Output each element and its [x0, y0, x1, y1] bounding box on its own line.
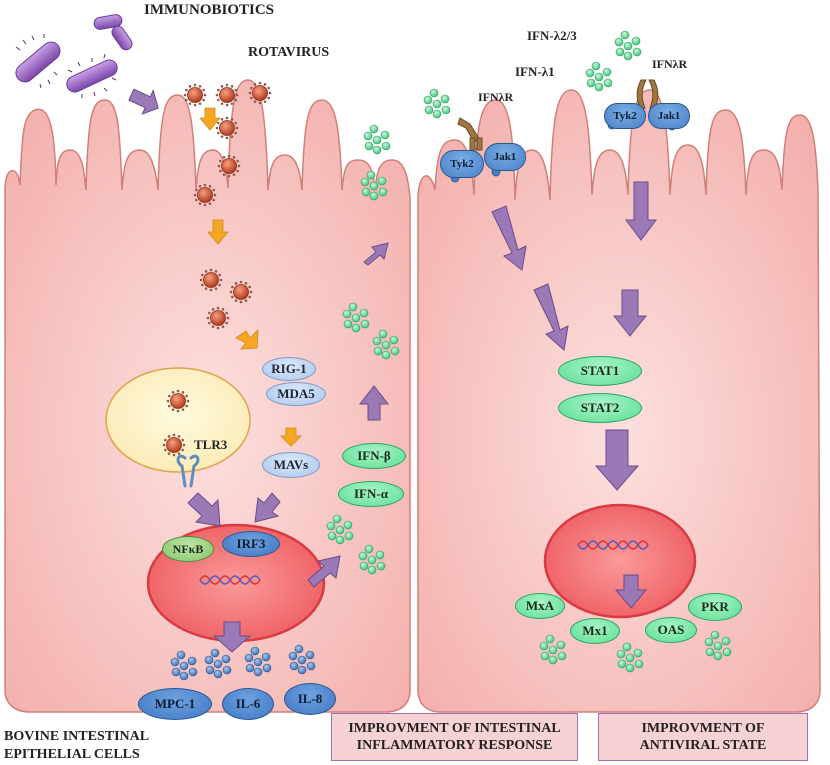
rotavirus-particle — [162, 433, 186, 457]
rotavirus-particle — [229, 280, 253, 304]
mx1-protein: Mx1 — [570, 618, 620, 644]
interferon-cluster — [360, 170, 388, 201]
left-dna — [199, 575, 261, 585]
rig1-sensor: RIG-1 — [262, 357, 316, 381]
molecule-clusters — [170, 30, 732, 681]
cytokine-cluster — [288, 644, 316, 675]
rotavirus-particle — [248, 81, 272, 105]
rotavirus-label: ROTAVIRUS — [248, 45, 330, 60]
right-dna — [577, 540, 649, 550]
interferon-cluster — [326, 514, 354, 545]
stat2-factor: STAT2 — [558, 393, 642, 423]
rotavirus-particle — [193, 183, 217, 207]
il8-cytokine: IL-8 — [284, 683, 336, 715]
mpc1-cytokine: MPC-1 — [138, 688, 212, 720]
ifn-beta: IFN-β — [342, 443, 406, 469]
outcome-inflammatory: IMPROVMENT OF INTESTINAL INFLAMMATORY RE… — [331, 713, 578, 761]
stat1-factor: STAT1 — [558, 356, 642, 386]
cell-type-line-2: EPITHELIAL CELLS — [4, 747, 140, 762]
ifn-lambda-2-3-label: IFN-λ2/3 — [527, 28, 577, 43]
il6-cytokine: IL-6 — [222, 688, 274, 720]
interferon-cluster — [614, 30, 642, 61]
ifn-alpha: IFN-α — [338, 481, 404, 507]
interferon-cluster — [358, 544, 386, 575]
mxa-protein: MxA — [515, 593, 565, 619]
cell-type-line-1: BOVINE INTESTINAL — [4, 729, 150, 744]
jak1-right: Jak1 — [648, 103, 690, 129]
ifnlr-right-label: IFNλR — [652, 57, 688, 71]
interferon-cluster — [363, 124, 391, 155]
irf3-factor: IRF3 — [222, 531, 280, 557]
tlr3-receptor — [176, 454, 200, 488]
immunobiotic-bacteria — [15, 14, 133, 93]
ifnlr-receptor-right — [636, 79, 659, 109]
mda5-sensor: MDA5 — [266, 382, 326, 406]
tyk2-left: Tyk2 — [440, 150, 484, 178]
interferon-cluster — [423, 88, 451, 119]
interferon-cluster — [704, 630, 732, 661]
rotavirus-particle — [215, 116, 239, 140]
cytokine-cluster — [170, 650, 198, 681]
tlr3-label: TLR3 — [194, 437, 228, 452]
tyk2-right: Tyk2 — [604, 103, 646, 129]
ifnlr-left-label: IFNλR — [478, 90, 514, 104]
cytokine-cluster — [244, 646, 272, 677]
interferon-cluster — [539, 634, 567, 665]
interferon-cluster — [342, 302, 370, 333]
pkr-protein: PKR — [688, 593, 742, 621]
oas-protein: OAS — [645, 617, 697, 643]
mavs-adaptor: MAVs — [262, 452, 320, 478]
rotavirus-particle — [217, 154, 241, 178]
nfkb-factor: NFκB — [162, 536, 214, 562]
rotavirus-particles — [162, 81, 272, 457]
endosome — [105, 367, 251, 473]
ifn-lambda-1-label: IFN-λ1 — [515, 64, 555, 79]
bacteria-pili — [15, 34, 117, 98]
signal-arrows — [128, 88, 657, 653]
cell-type-label: BOVINE INTESTINAL EPITHELIAL CELLS — [4, 728, 149, 764]
right-nucleus — [543, 503, 697, 619]
outcome-antiviral: IMPROVMENT OF ANTIVIRAL STATE — [598, 713, 808, 761]
interferon-cluster — [585, 61, 613, 92]
jak1-left: Jak1 — [484, 143, 526, 171]
rotavirus-particle — [206, 306, 230, 330]
rotavirus-particle — [183, 83, 207, 107]
interferon-cluster — [616, 642, 644, 673]
rotavirus-particle — [166, 389, 190, 413]
rotavirus-particle — [199, 268, 223, 292]
interferon-cluster — [372, 329, 400, 360]
rotavirus-particle — [215, 83, 239, 107]
immunobiotics-label: IMMUNOBIOTICS — [144, 2, 275, 18]
virus-entry-arrows — [199, 107, 302, 447]
cytokine-cluster — [204, 648, 232, 679]
